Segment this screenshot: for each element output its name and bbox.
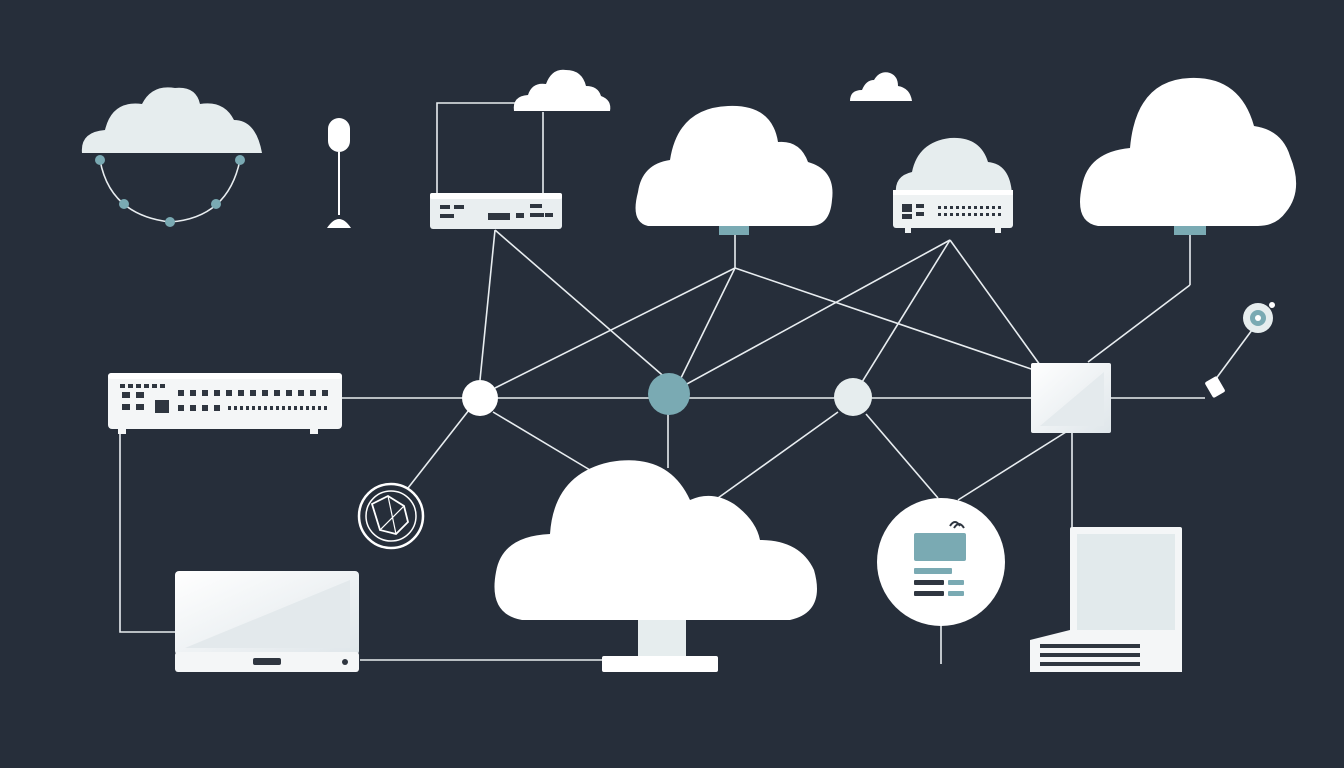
link-hub-dashboard bbox=[957, 431, 1067, 501]
microphone-icon bbox=[327, 118, 351, 228]
cloud-connector bbox=[719, 226, 749, 235]
link-node3-cloud bbox=[717, 411, 839, 499]
link-cloud-node2 bbox=[679, 267, 736, 381]
router-icon bbox=[430, 193, 562, 229]
ring-dot-icon bbox=[95, 155, 105, 165]
link-node1-globe bbox=[407, 409, 470, 489]
link-cloud-hub bbox=[734, 267, 1041, 373]
ring-dot-icon bbox=[119, 199, 129, 209]
link-node3-dashboard bbox=[865, 413, 939, 499]
network-switch-icon bbox=[108, 373, 342, 434]
link-server-hub bbox=[949, 239, 1041, 366]
link-switch-laptop bbox=[119, 428, 178, 633]
link-webcam-cable bbox=[1214, 325, 1256, 381]
cloud-icon bbox=[513, 69, 611, 111]
cloud-top-center bbox=[635, 105, 833, 235]
laptop-icon bbox=[175, 571, 359, 672]
cloud-icon bbox=[1080, 77, 1297, 226]
ring-dot-icon bbox=[211, 199, 221, 209]
link-router-node1 bbox=[479, 229, 496, 381]
cloud-icon bbox=[494, 460, 817, 620]
network-node-icon bbox=[834, 378, 872, 416]
network-node-icon bbox=[648, 373, 690, 415]
link-router-node2 bbox=[494, 229, 669, 381]
link-server-node3 bbox=[861, 239, 951, 383]
cloud-icon bbox=[850, 72, 912, 101]
connection-lines bbox=[99, 102, 1256, 664]
cloud-connector bbox=[1174, 226, 1206, 235]
ring-dot-icon bbox=[235, 155, 245, 165]
cloud-icon bbox=[81, 87, 262, 153]
cloud-top-right bbox=[1080, 77, 1297, 235]
ring-dot-icon bbox=[165, 217, 175, 227]
network-hub-icon bbox=[1031, 363, 1111, 433]
network-node-icon bbox=[462, 380, 498, 416]
desktop-computer-icon bbox=[1030, 527, 1182, 672]
globe-icon bbox=[357, 482, 425, 550]
desktop-monitor-icon bbox=[494, 460, 817, 672]
link-node1-cloud bbox=[492, 411, 591, 471]
link-router-smallcloud bbox=[436, 102, 520, 195]
server-icon bbox=[893, 137, 1013, 233]
link-cloud-node1 bbox=[494, 267, 736, 389]
link-server-node2 bbox=[684, 239, 951, 386]
dashboard-icon bbox=[877, 498, 1005, 626]
cloud-icon bbox=[635, 105, 833, 226]
cloud-ring-group bbox=[81, 87, 262, 227]
webcam-icon bbox=[1205, 302, 1275, 398]
link-bigcloud-hub bbox=[1087, 284, 1191, 363]
